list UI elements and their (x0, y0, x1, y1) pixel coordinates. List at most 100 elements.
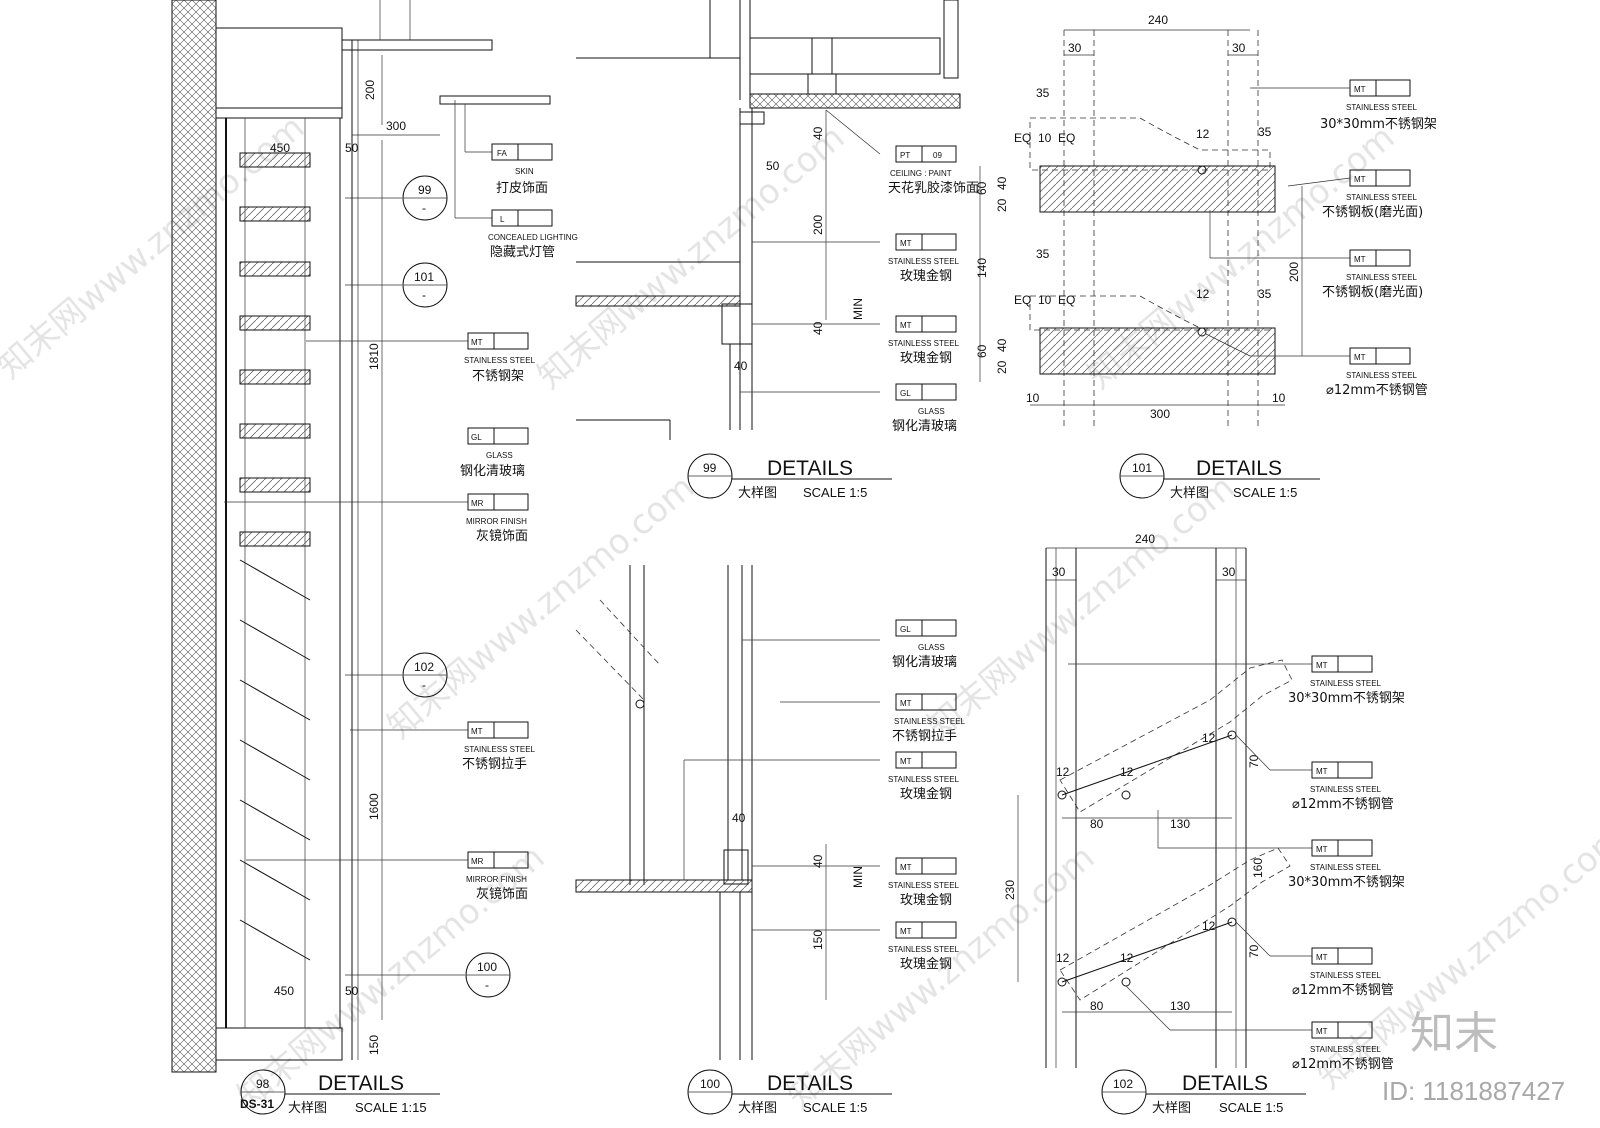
svg-text:钢化清玻璃: 钢化清玻璃 (892, 655, 957, 670)
svg-text:SCALE 1:15: SCALE 1:15 (355, 1100, 427, 1115)
callout-sub: - (422, 201, 426, 215)
dim-label: 40 (732, 811, 746, 825)
dim-label: 450 (270, 141, 290, 155)
dim-label: 80 (1090, 999, 1104, 1013)
dim-label: EQ (1058, 131, 1075, 145)
svg-text:MT: MT (900, 239, 912, 248)
svg-text:MT: MT (1316, 1027, 1328, 1036)
svg-text:09: 09 (933, 151, 942, 160)
material-tag: FA SKIN 打皮饰面 (491, 143, 553, 196)
svg-text:STAINLESS STEEL: STAINLESS STEEL (464, 745, 536, 754)
detail-title-100: 100 DETAILS 大样图 SCALE 1:5 (687, 1069, 892, 1116)
dim-label: EQ (1058, 293, 1075, 307)
dim-label: 12 (1196, 287, 1210, 301)
svg-text:不锈钢板(磨光面): 不锈钢板(磨光面) (1322, 285, 1423, 300)
dim-label: 35 (1036, 86, 1050, 100)
svg-text:大样图: 大样图 (738, 1101, 777, 1116)
svg-text:STAINLESS STEEL: STAINLESS STEEL (1310, 971, 1382, 980)
dim-label: 30 (1222, 565, 1236, 579)
svg-text:FA: FA (497, 149, 507, 158)
detail-101-drawing: 240 30 30 35 EQ 10 EQ 12 35 60 40 20 140… (975, 13, 1351, 430)
dim-label: 230 (1003, 880, 1017, 900)
svg-text:MT: MT (1316, 767, 1328, 776)
svg-text:MIRROR FINISH: MIRROR FINISH (466, 517, 527, 526)
dim-label: 60 (975, 181, 989, 195)
material-tag: GL GLASS 钢化清玻璃 (892, 619, 957, 670)
brand-watermark: 知末 (1410, 1008, 1498, 1059)
svg-text:⌀12mm不锈钢管: ⌀12mm不锈钢管 (1292, 983, 1394, 998)
material-tag: MT STAINLESS STEEL 玫瑰金钢 (888, 751, 960, 802)
svg-text:MR: MR (471, 857, 484, 866)
dim-label: 300 (1150, 407, 1170, 421)
dim-label: 300 (386, 119, 406, 133)
dim-label: 160 (1251, 858, 1265, 878)
dim-label: 35 (1258, 125, 1272, 139)
dim-label: EQ (1014, 293, 1031, 307)
detail-title-98: 98 DS-31 DETAILS 大样图 SCALE 1:15 (240, 1069, 440, 1116)
svg-text:CEILING : PAINT: CEILING : PAINT (890, 169, 952, 178)
dim-label: 200 (1287, 262, 1301, 282)
dim-label: 40 (811, 854, 825, 868)
dim-label: 70 (1247, 944, 1261, 958)
svg-text:GL: GL (900, 389, 911, 398)
svg-text:玫瑰金钢: 玫瑰金钢 (900, 786, 952, 802)
svg-text:STAINLESS STEEL: STAINLESS STEEL (894, 717, 966, 726)
svg-text:DETAILS: DETAILS (318, 1072, 404, 1095)
callout-sub: - (422, 288, 426, 302)
dim-label: 40 (995, 338, 1009, 352)
svg-text:MT: MT (1354, 175, 1366, 184)
svg-text:STAINLESS STEEL: STAINLESS STEEL (888, 881, 960, 890)
svg-text:CONCEALED LIGHTING: CONCEALED LIGHTING (488, 233, 578, 242)
svg-text:玫瑰金钢: 玫瑰金钢 (900, 956, 952, 972)
callout-number: 101 (414, 270, 434, 284)
material-tag: MT STAINLESS STEEL ⌀12mm不锈钢管 (1326, 347, 1428, 398)
dim-label: 240 (1148, 13, 1168, 27)
svg-text:MT: MT (900, 699, 912, 708)
svg-text:MT: MT (900, 757, 912, 766)
watermark: 知末网www.znzmo.com (920, 467, 1242, 746)
svg-text:GL: GL (471, 433, 482, 442)
svg-text:灰镜饰面: 灰镜饰面 (476, 529, 528, 544)
svg-text:98: 98 (256, 1077, 270, 1091)
svg-text:不锈钢拉手: 不锈钢拉手 (462, 757, 527, 772)
svg-text:MT: MT (900, 321, 912, 330)
detail-100-tags: GL GLASS 钢化清玻璃 MT STAINLESS STEEL 不锈钢拉手 … (888, 619, 966, 972)
svg-text:钢化清玻璃: 钢化清玻璃 (460, 464, 525, 479)
svg-text:30*30mm不锈钢架: 30*30mm不锈钢架 (1288, 691, 1405, 706)
dim-label: 20 (995, 360, 1009, 374)
svg-text:PT: PT (900, 151, 910, 160)
detail-102-tags: MT STAINLESS STEEL 30*30mm不锈钢架 MT STAINL… (1288, 655, 1405, 1072)
callout-number: 100 (477, 960, 497, 974)
svg-text:MT: MT (471, 338, 483, 347)
dim-label: 80 (1090, 817, 1104, 831)
svg-text:STAINLESS STEEL: STAINLESS STEEL (888, 339, 960, 348)
dim-label: 10 (1272, 391, 1286, 405)
detail-title-99: 99 DETAILS 大样图 SCALE 1:5 (687, 453, 892, 501)
svg-text:MT: MT (1316, 661, 1328, 670)
svg-text:SCALE 1:5: SCALE 1:5 (1233, 485, 1297, 500)
svg-text:天花乳胶漆饰面: 天花乳胶漆饰面 (888, 180, 979, 196)
detail-100-drawing: 40 40 MIN 150 (575, 565, 880, 1060)
material-tag: MT STAINLESS STEEL 30*30mm不锈钢架 (1288, 839, 1405, 890)
dim-label: 200 (811, 215, 825, 235)
dim-label: 50 (345, 984, 359, 998)
svg-text:MT: MT (1316, 953, 1328, 962)
material-tag: MT STAINLESS STEEL 不锈钢拉手 (462, 721, 536, 772)
dim-label: 200 (363, 80, 377, 100)
svg-text:30*30mm不锈钢架: 30*30mm不锈钢架 (1288, 875, 1405, 890)
svg-text:大样图: 大样图 (1170, 486, 1209, 501)
svg-text:STAINLESS STEEL: STAINLESS STEEL (1346, 273, 1418, 282)
svg-text:SCALE 1:5: SCALE 1:5 (803, 1100, 867, 1115)
detail-101-tags: MT STAINLESS STEEL 30*30mm不锈钢架 MT STAINL… (1320, 79, 1437, 398)
svg-text:不锈钢板(磨光面): 不锈钢板(磨光面) (1322, 205, 1423, 220)
dim-label: 450 (274, 984, 294, 998)
material-tag: MT STAINLESS STEEL ⌀12mm不锈钢管 (1292, 947, 1394, 998)
detail-98-tags: FA SKIN 打皮饰面 L CONCEALED LIGHTING 隐藏式灯管 … (460, 143, 578, 902)
dim-label: 35 (1258, 287, 1272, 301)
svg-text:102: 102 (1113, 1077, 1133, 1091)
dim-label: MIN (851, 298, 865, 320)
svg-text:STAINLESS STEEL: STAINLESS STEEL (1310, 785, 1382, 794)
dim-label: 60 (975, 344, 989, 358)
svg-text:MR: MR (471, 499, 484, 508)
